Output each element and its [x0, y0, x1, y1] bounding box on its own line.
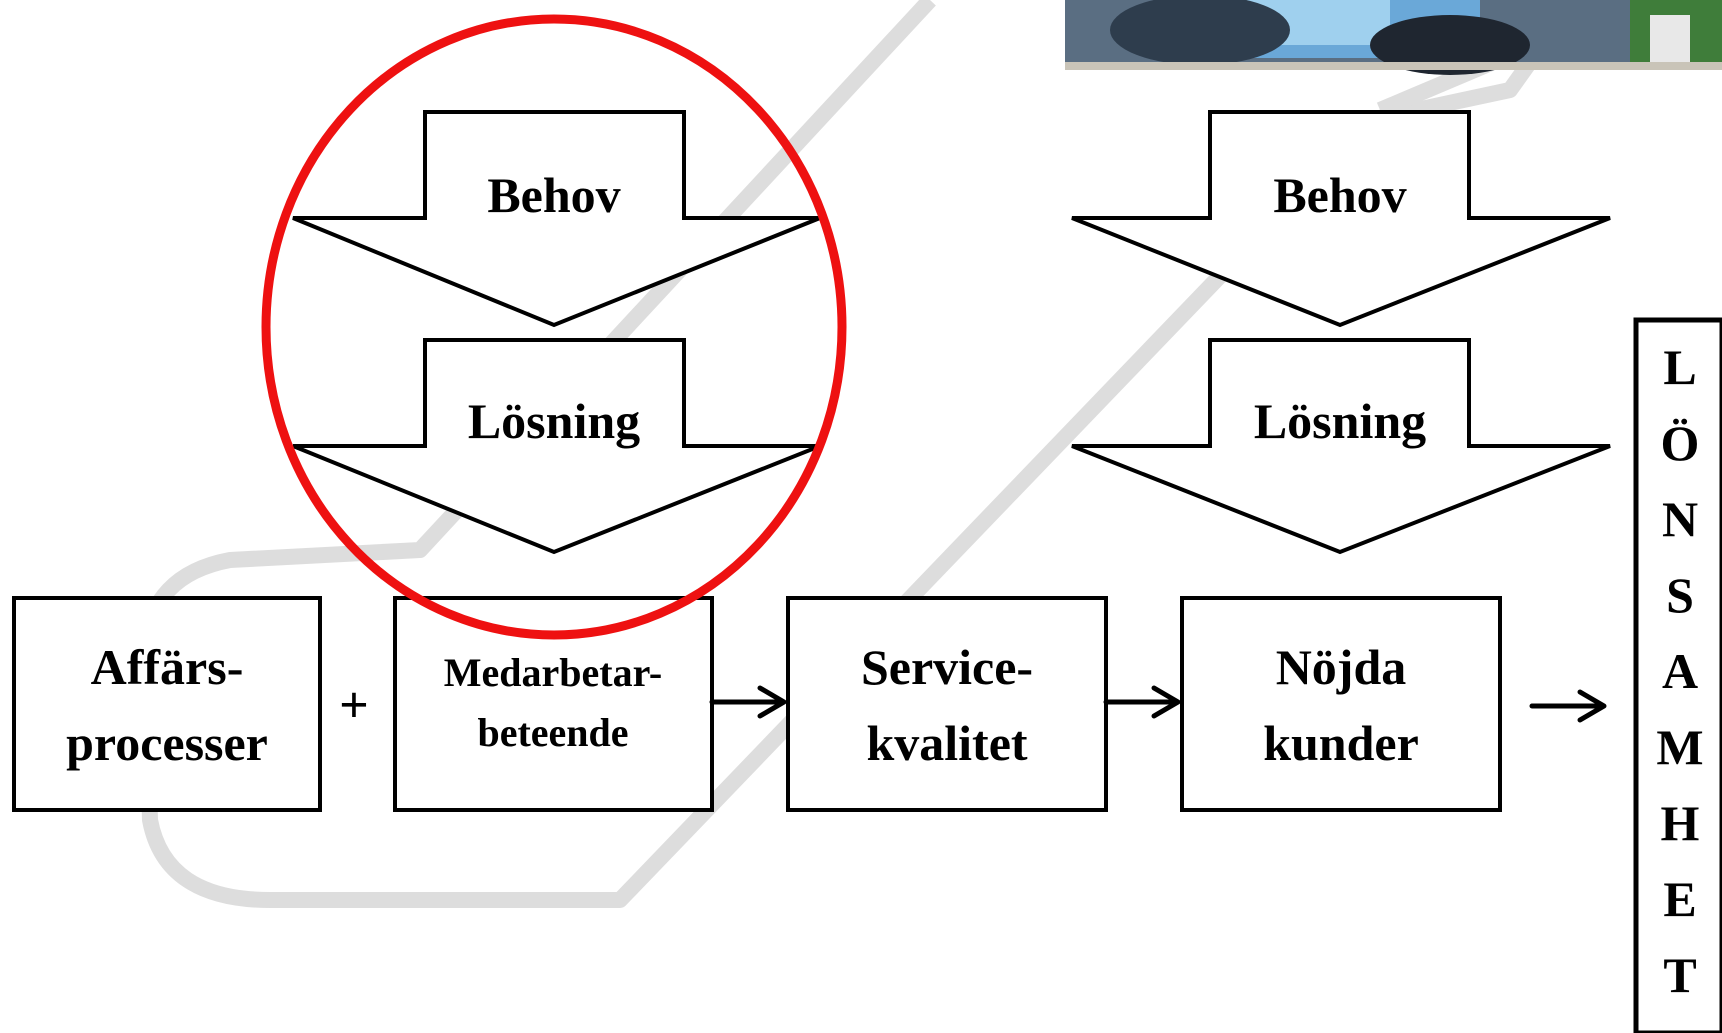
left-losning-label: Lösning [468, 393, 640, 449]
arrow-to-lonsamhet [1529, 689, 1607, 723]
lonsamhet-letter: E [1663, 871, 1696, 927]
highlight-circle [261, 14, 847, 640]
nojda-line1: Nöjda [1276, 639, 1407, 695]
plus-sign: + [339, 677, 369, 734]
lonsamhet-letter: A [1662, 643, 1698, 699]
affars-line1: Affärs- [91, 639, 244, 695]
lonsamhet-letter: Ö [1661, 415, 1700, 471]
photo-strip [1065, 0, 1722, 75]
lonsamhet-letter: H [1661, 795, 1700, 851]
lonsamhet-letters: L Ö N S A M H E T [1656, 339, 1703, 1003]
affars-processer-box: Affärs- processer [12, 596, 322, 812]
right-losning-label: Lösning [1254, 393, 1426, 449]
nojda-kunder-box: Nöjda kunder [1180, 596, 1502, 812]
nojda-line2: kunder [1263, 715, 1419, 771]
affars-line2: processer [66, 715, 268, 771]
left-behov-arrow: Behov [292, 110, 821, 328]
arrow-to-service [709, 685, 787, 719]
medarbetar-line2: beteende [477, 710, 628, 755]
medarbetar-beteende-box: Medarbetar- beteende [393, 596, 714, 812]
left-behov-label: Behov [487, 167, 620, 223]
arrow-to-nojda [1103, 685, 1181, 719]
lonsamhet-letter: S [1666, 567, 1694, 623]
service-line1: Service- [861, 639, 1033, 695]
left-losning-arrow: Lösning [292, 338, 821, 555]
right-behov-label: Behov [1273, 167, 1406, 223]
service-kvalitet-box: Service- kvalitet [786, 596, 1108, 812]
lonsamhet-letter: L [1663, 339, 1696, 395]
service-line2: kvalitet [866, 715, 1027, 771]
lonsamhet-box: L Ö N S A M H E T [1633, 317, 1722, 1033]
lonsamhet-letter: T [1663, 947, 1696, 1003]
right-behov-arrow: Behov [1071, 110, 1611, 328]
right-losning-arrow: Lösning [1071, 338, 1611, 555]
lonsamhet-letter: N [1662, 491, 1698, 547]
medarbetar-line1: Medarbetar- [444, 650, 662, 695]
lonsamhet-letter: M [1656, 719, 1703, 775]
